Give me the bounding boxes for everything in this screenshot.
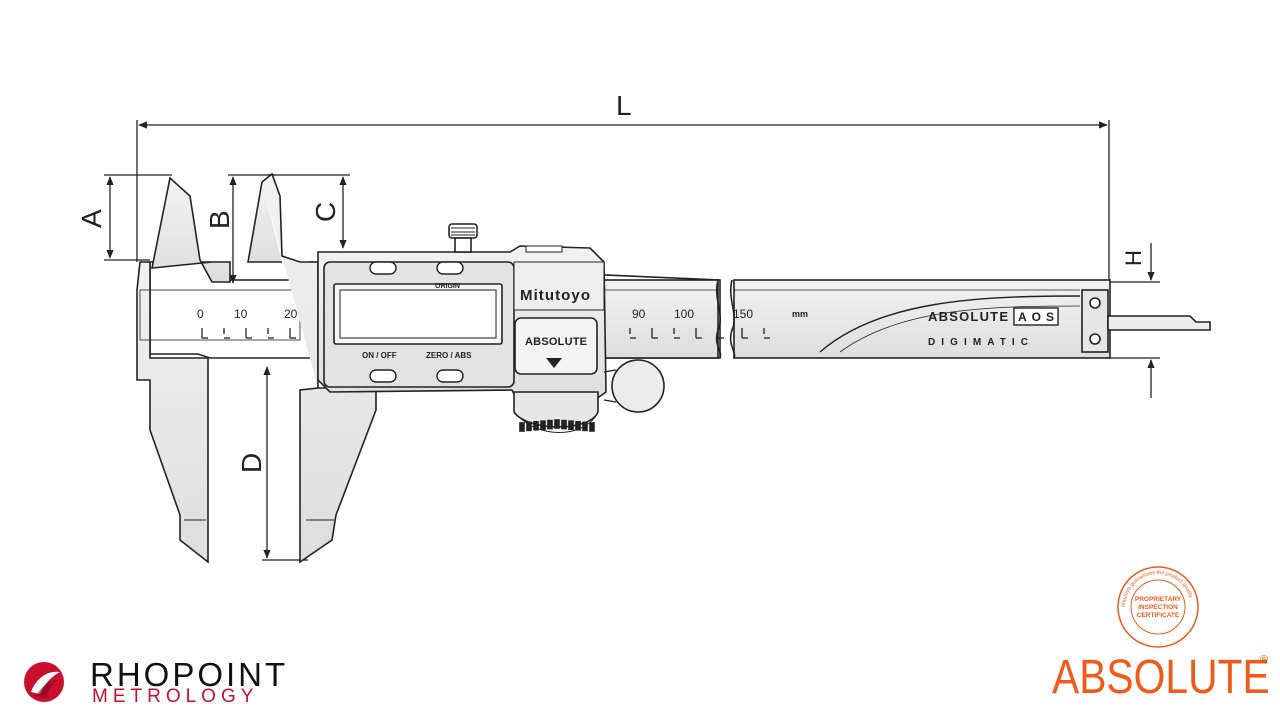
wheel-tooth [575, 420, 581, 431]
wheel-tooth [582, 421, 588, 432]
origin-label: ORIGIN [435, 283, 460, 290]
wheel-tooth [589, 422, 595, 432]
dim-label-d: D [236, 453, 267, 473]
aos-badge [1013, 307, 1059, 326]
beam-absolute-text: ABSOLUTE [928, 309, 1008, 324]
wheel-tooth [519, 422, 525, 432]
seal-line-2: INSPECTION [1138, 604, 1178, 611]
wheel-tooth [533, 420, 539, 431]
on-off-button [369, 369, 397, 383]
slider-body [247, 172, 377, 564]
wheel-tooth [540, 420, 546, 431]
mitutoyo-brand: Mitutoyo [520, 287, 590, 304]
absolute-logo: ABSOLUTE ® [1052, 650, 1272, 710]
scale-ticks [201, 328, 770, 339]
main-beam [149, 261, 1211, 359]
dim-label-h: H [1121, 250, 1146, 266]
dim-label-c: C [310, 202, 341, 222]
rhopoint-name: RHOPOINT [90, 656, 289, 693]
wheel-tooth [526, 421, 532, 432]
on-off-label: ON / OFF [362, 351, 397, 360]
absolute-logo-text: ABSOLUTE [1052, 651, 1270, 704]
scale-label: 100 [674, 307, 694, 321]
thumb-wheel-teeth [519, 419, 595, 432]
scale-label: 20 [284, 307, 298, 321]
rhopoint-logo: RHOPOINT METROLOGY [22, 656, 382, 708]
rhopoint-mark-icon [24, 662, 64, 702]
triangle-down-icon [546, 358, 562, 368]
wheel-tooth [568, 420, 574, 431]
scale-label: 0 [197, 307, 204, 321]
fixed-jaw [136, 176, 301, 564]
scale-label: 10 [234, 307, 248, 321]
wheel-tooth [547, 419, 553, 430]
seal-line-1: PROPRIETARY [1135, 596, 1182, 603]
display-buttons [369, 261, 464, 383]
scale-label: 150 [733, 307, 753, 321]
aos-text: AOS [1018, 310, 1054, 324]
zero-abs-label: ZERO / ABS [426, 351, 472, 360]
wheel-tooth [554, 419, 560, 429]
zero-abs-button [436, 369, 464, 383]
scale-label: 90 [632, 307, 646, 321]
scale-labels: 0 10 20 90 100 150 [197, 307, 753, 321]
rhopoint-sub: METROLOGY [92, 686, 259, 707]
dim-label-l: L [616, 90, 632, 121]
absolute-badge-text: ABSOLUTE [525, 336, 587, 348]
dim-label-b: B [204, 210, 235, 229]
registered-mark: ® [1259, 654, 1268, 666]
top-left-button [369, 261, 397, 275]
origin-button [436, 261, 464, 275]
unit-mark: mm [792, 309, 808, 319]
display-unit [317, 223, 665, 433]
dim-label-a: A [76, 209, 107, 228]
seal-line-3: CERTIFICATE [1137, 612, 1180, 619]
inspection-seal: Mitutoyo guarantees the product quality … [1117, 566, 1199, 648]
absolute-badge: ABSOLUTE [514, 317, 598, 375]
wheel-tooth [561, 419, 567, 430]
dimension-lines [104, 120, 1160, 561]
digimatic-text: DIGIMATIC [928, 337, 1028, 348]
